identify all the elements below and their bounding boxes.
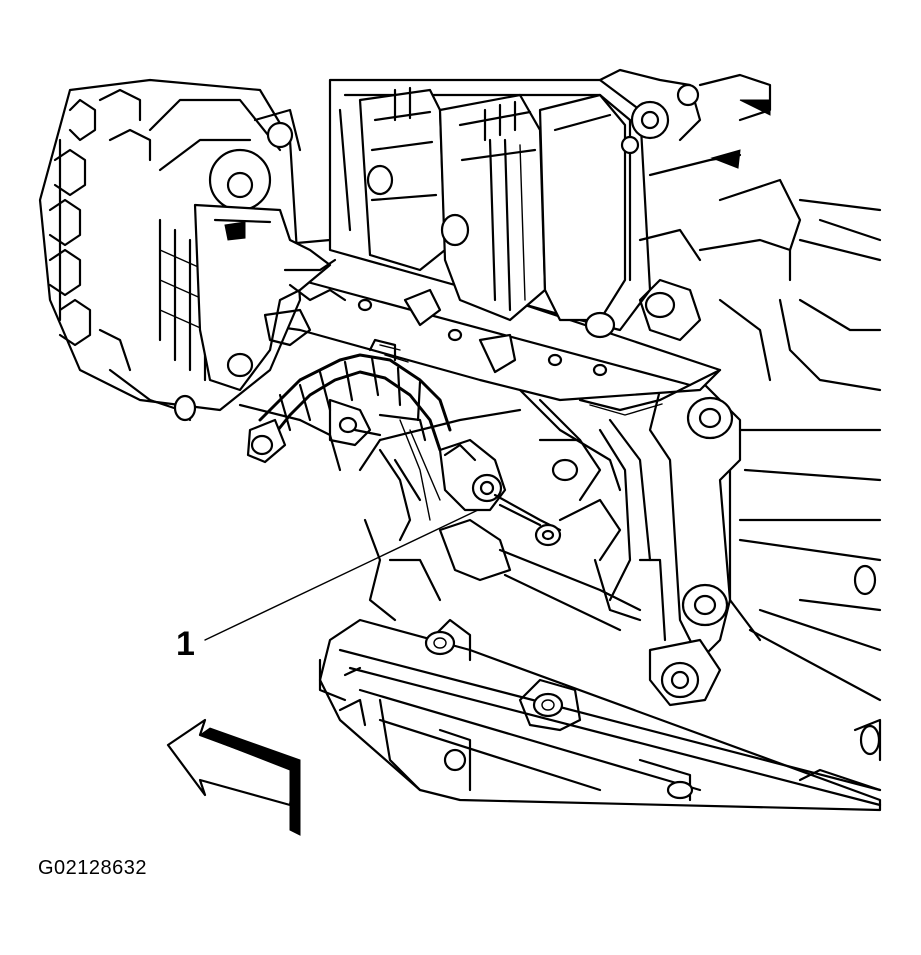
- callout-1-leader: [204, 509, 479, 641]
- generator-terminal-bracket: [193, 203, 347, 392]
- callout-1-label: 1: [176, 625, 195, 663]
- mounting-bracket-right: [598, 378, 882, 707]
- engine-block-middle: [358, 408, 882, 702]
- sensor-component: [438, 438, 562, 547]
- ecm-module: [328, 68, 882, 392]
- figure-id-label: G02128632: [38, 857, 148, 879]
- engine-block-lower: [318, 618, 882, 812]
- wiring-harness: [238, 338, 452, 542]
- front-direction-arrow-icon: [166, 718, 301, 836]
